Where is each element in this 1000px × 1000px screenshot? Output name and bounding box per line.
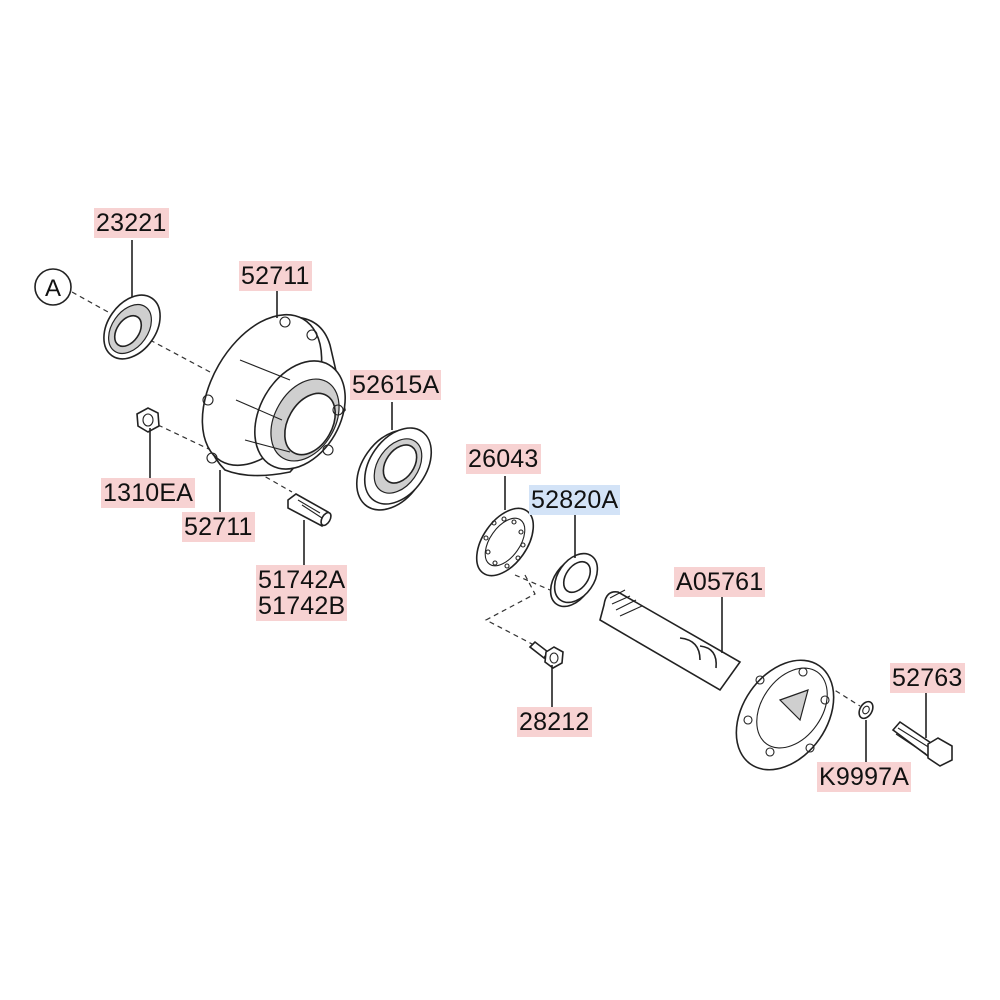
label-52763[interactable]: 52763: [890, 663, 965, 693]
label-26043[interactable]: 26043: [466, 444, 541, 474]
label-A05761[interactable]: A05761: [674, 567, 766, 597]
label-51742A[interactable]: 51742A: [256, 565, 348, 595]
assembly-axis-lines: [71, 291, 861, 707]
locknut-52820A[interactable]: [542, 546, 606, 615]
label-52711-bottom[interactable]: 52711: [182, 512, 255, 542]
lock-washer-26043[interactable]: [465, 498, 545, 585]
leader-lines: [131, 240, 927, 762]
label-23221[interactable]: 23221: [94, 208, 169, 238]
wheel-stud-51742[interactable]: [287, 493, 333, 528]
washer-K9997A[interactable]: [856, 699, 875, 721]
axle-shaft-A05761[interactable]: [599, 589, 854, 788]
bearing-52615A[interactable]: [342, 416, 445, 524]
reference-marker-text: A: [45, 275, 61, 302]
label-K9997A[interactable]: K9997A: [817, 762, 912, 792]
label-1310EA[interactable]: 1310EA: [101, 478, 196, 508]
hub-52711[interactable]: [178, 294, 364, 486]
label-52820A[interactable]: 52820A: [529, 485, 621, 515]
reference-marker-a[interactable]: A: [34, 268, 72, 306]
nut-1310EA[interactable]: [136, 407, 160, 433]
label-52711-top[interactable]: 52711: [239, 261, 312, 291]
bolt-52763[interactable]: [891, 720, 953, 767]
label-52615A[interactable]: 52615A: [350, 370, 442, 400]
oil-seal-23221[interactable]: [92, 285, 171, 370]
label-51742B[interactable]: 51742B: [256, 591, 348, 621]
label-28212[interactable]: 28212: [517, 707, 592, 737]
bolt-28212[interactable]: [528, 640, 564, 669]
